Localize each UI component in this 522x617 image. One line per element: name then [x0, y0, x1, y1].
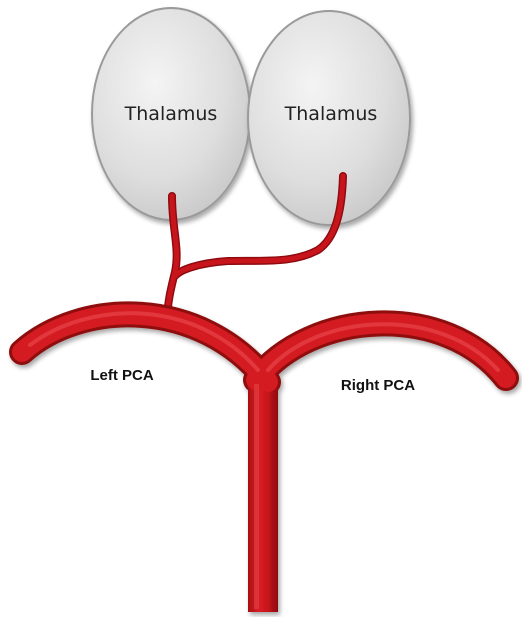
basilar-artery-shine	[254, 384, 259, 609]
right-pca-label: Right PCA	[341, 377, 415, 394]
left-pca-label: Left PCA	[90, 367, 154, 384]
thalamus-left-label: Thalamus	[124, 103, 218, 125]
basilar-artery-trunk	[248, 372, 278, 612]
thalamus-right-label: Thalamus	[284, 103, 378, 125]
